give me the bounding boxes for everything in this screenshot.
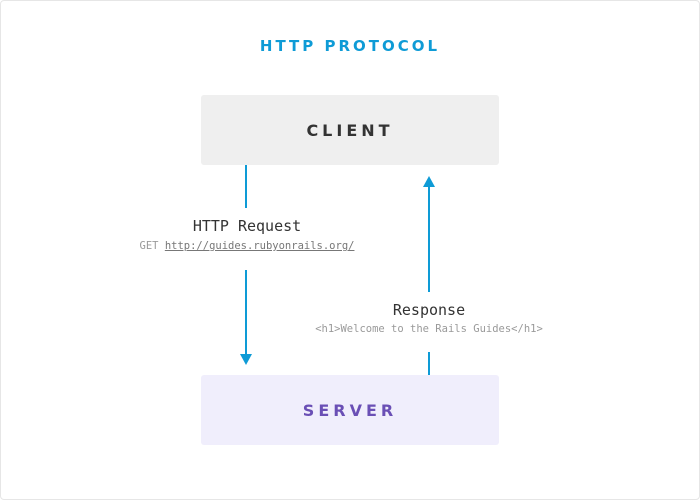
- request-detail: GET http://guides.rubyonrails.org/: [97, 240, 397, 252]
- response-arrow: [423, 176, 435, 375]
- server-label: SERVER: [302, 400, 398, 420]
- diagram-title: HTTP PROTOCOL: [259, 37, 441, 55]
- request-method: GET: [139, 240, 159, 252]
- request-arrow: [240, 165, 252, 365]
- request-label: HTTP Request: [192, 217, 302, 235]
- request-url-link[interactable]: http://guides.rubyonrails.org/: [164, 240, 355, 252]
- client-box: CLIENT: [201, 95, 499, 165]
- response-label: Response: [392, 301, 466, 319]
- client-label: CLIENT: [306, 120, 394, 140]
- response-body: <h1>Welcome to the Rails Guides</h1>: [315, 323, 543, 335]
- server-box: SERVER: [201, 375, 499, 445]
